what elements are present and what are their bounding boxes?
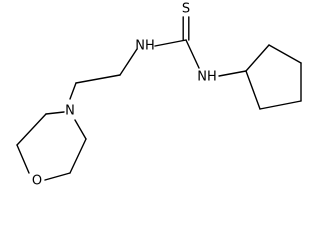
bond-c-nh-right [185, 39, 200, 69]
bond-cp-4 [268, 44, 302, 64]
bond-morph-c1-c2 [16, 113, 47, 146]
bond-cp-2 [259, 100, 302, 110]
morpholine-oxygen-atom: O [32, 174, 42, 189]
bond-morph-o-c3 [44, 172, 71, 181]
bond-morph-c2-o [16, 144, 30, 174]
bond-nh-cp [218, 70, 247, 77]
bond-cp-5 [245, 44, 270, 72]
bond-cp-1 [245, 70, 261, 110]
bond-c-nh-left [154, 39, 187, 47]
amine-left-atom: NH [135, 39, 155, 54]
bond-morph-c3-c4 [69, 138, 87, 174]
amine-right-atom: NH [197, 70, 217, 85]
bond-morph-c4-n [74, 119, 87, 140]
molecule-structure: S NH NH N O [16, 2, 302, 189]
sulfur-atom: S [182, 2, 190, 17]
bond-morph-n-c1 [45, 111, 65, 115]
bond-nh-ch2 [119, 48, 138, 76]
bond-ch2-n [69, 82, 77, 100]
morpholine-nitrogen-atom: N [65, 104, 75, 119]
bond-ch2-ch2 [75, 74, 121, 84]
